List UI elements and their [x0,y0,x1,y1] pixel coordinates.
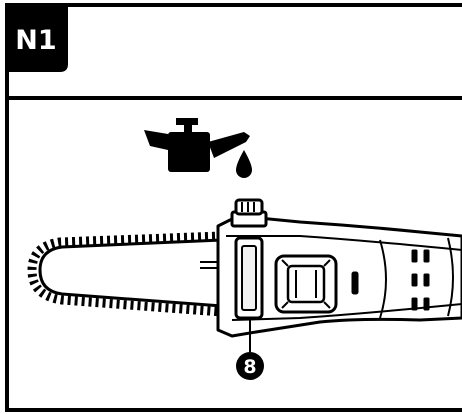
air-vents [411,249,430,311]
oil-can-icon [144,118,252,178]
step-badge: N1 [7,5,68,72]
oil-tank-cap [230,198,268,228]
callout-label: 8 [243,356,256,378]
figure-border [5,3,462,412]
tension-knob [274,254,338,314]
callout: 8 [236,318,264,380]
guide-bar [38,238,224,308]
oil-level-window [234,236,264,320]
saw-chain [27,231,223,317]
step-badge-label: N1 [15,25,56,56]
callout-circle [236,352,264,380]
chainsaw-icon [27,198,462,338]
